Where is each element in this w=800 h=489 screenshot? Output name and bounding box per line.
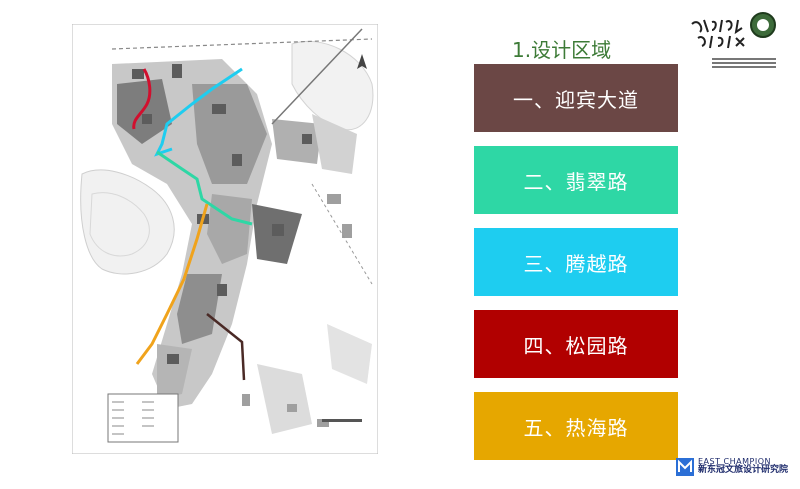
road-box-4: 四、松园路: [474, 310, 678, 378]
road-label: 二、翡翠路: [523, 169, 629, 194]
company-branding: EAST CHAMPION 新东冠文旅设计研究院: [676, 457, 789, 476]
road-box-3: 三、腾越路: [474, 228, 678, 296]
logo-subtext: [712, 56, 776, 70]
company-name-cn: 新东冠文旅设计研究院: [698, 465, 789, 476]
road-label: 三、腾越路: [523, 251, 629, 276]
brand-logo: [686, 10, 790, 72]
company-name-en: EAST CHAMPION: [698, 457, 771, 467]
road-label: 五、热海路: [523, 415, 629, 440]
road-box-5: 五、热海路: [474, 392, 678, 460]
road-box-1: 一、迎宾大道: [474, 64, 678, 132]
company-logo-icon: [676, 458, 694, 476]
section-title: 1.设计区域: [512, 38, 612, 62]
city-map: [72, 24, 378, 454]
calligraphy-mark: [691, 19, 745, 49]
road-box-2: 二、翡翠路: [474, 146, 678, 214]
road-label: 四、松园路: [523, 333, 629, 358]
road-label: 一、迎宾大道: [513, 87, 639, 112]
seal-icon: [750, 12, 776, 38]
